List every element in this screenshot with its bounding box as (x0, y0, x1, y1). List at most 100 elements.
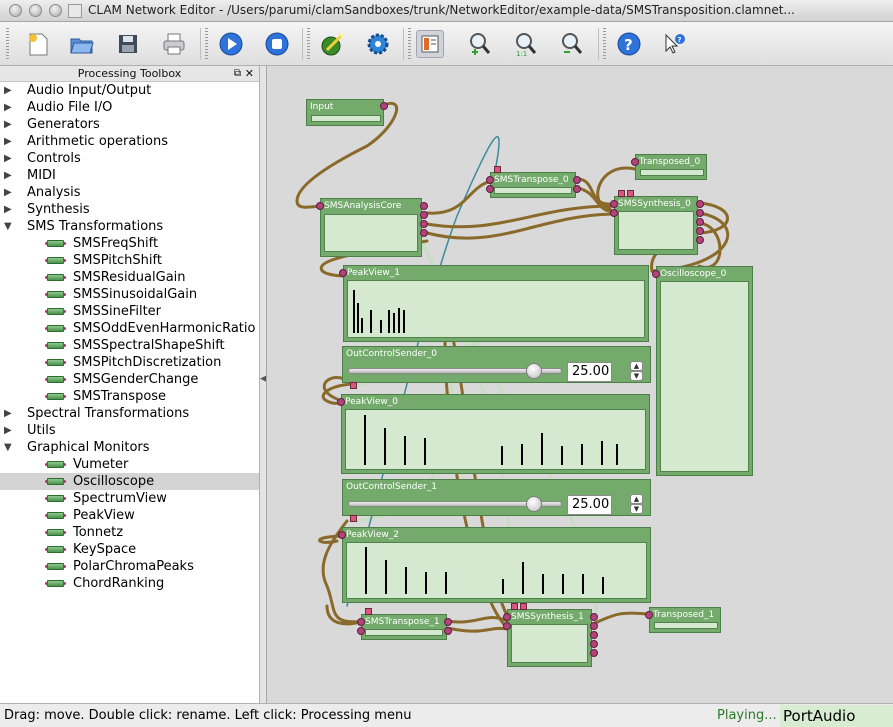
connection-wire[interactable] (593, 611, 649, 625)
in-port[interactable] (503, 613, 511, 621)
tree-item[interactable]: SMSTranspose (0, 388, 259, 405)
out-port[interactable] (444, 618, 452, 626)
connection-wire[interactable] (596, 166, 637, 211)
tree-category[interactable]: ▶Synthesis (0, 201, 259, 218)
control-in-port[interactable] (511, 603, 518, 610)
new-network-button[interactable] (24, 30, 52, 58)
tree-item[interactable]: SMSSpectralShapeShift (0, 337, 259, 354)
zoom-window-button[interactable] (49, 4, 62, 17)
in-port[interactable] (503, 622, 511, 630)
node-peakview-0[interactable]: PeakView_0 (337, 394, 650, 474)
control-value-field[interactable]: 25.00 (567, 495, 612, 515)
collapsed-arrow-icon[interactable]: ▶ (4, 102, 12, 113)
node-smsanalysiscore[interactable]: SMSAnalysisCore (316, 198, 428, 257)
zoom-reset-button[interactable]: 1:1 (512, 30, 540, 58)
control-in-port[interactable] (520, 603, 527, 610)
connection-wire[interactable] (425, 212, 614, 240)
out-port[interactable] (590, 613, 598, 621)
node-outcontrolsender-0[interactable]: OutControlSender_0 25.00 ▲ ▼ (342, 346, 651, 389)
node-transposed-0[interactable]: Transposed_0 (631, 154, 707, 180)
control-in-port[interactable] (494, 166, 501, 173)
node-outcontrolsender-1[interactable]: OutControlSender_1 25.00 ▲ ▼ (342, 479, 651, 522)
configure-button[interactable] (364, 30, 392, 58)
panel-splitter[interactable]: ◀ (260, 66, 267, 703)
node-transposed-1[interactable]: Transposed_1 (645, 607, 721, 633)
control-in-port[interactable] (365, 608, 372, 615)
connection-wire[interactable] (575, 186, 614, 213)
connection-wire[interactable] (295, 101, 399, 209)
node-peakview-2[interactable]: PeakView_2 (338, 527, 651, 603)
toolbar-grip[interactable] (205, 28, 208, 60)
decrement-icon[interactable]: ▼ (630, 504, 643, 514)
node-input[interactable]: Input (306, 99, 388, 126)
minimize-window-button[interactable] (29, 4, 42, 17)
in-port[interactable] (610, 200, 618, 208)
tree-item[interactable]: SMSPitchShift (0, 252, 259, 269)
toggle-view-button[interactable] (416, 30, 444, 58)
in-port[interactable] (631, 158, 639, 166)
out-port[interactable] (590, 649, 598, 657)
tree-item[interactable]: SMSOddEvenHarmonicRatio (0, 320, 259, 337)
tree-item[interactable]: SMSFreqShift (0, 235, 259, 252)
node-smssynthesis-1[interactable]: SMSSynthesis_1 (503, 603, 598, 667)
out-port[interactable] (573, 176, 581, 184)
out-port[interactable] (420, 220, 428, 228)
connection-wire[interactable] (318, 534, 349, 544)
tree-item[interactable]: KeySpace (0, 541, 259, 558)
in-port[interactable] (357, 627, 365, 635)
collapsed-arrow-icon[interactable]: ▶ (4, 204, 12, 215)
in-port[interactable] (610, 209, 618, 217)
tree-item[interactable]: Oscilloscope (0, 473, 259, 490)
network-canvas[interactable]: Input SMSAnalysisCore SMSTranspose_0 Tra… (266, 66, 893, 703)
out-port[interactable] (420, 202, 428, 210)
collapsed-arrow-icon[interactable]: ▶ (4, 153, 12, 164)
control-slider[interactable] (348, 368, 562, 374)
tree-category[interactable]: ▶Spectral Transformations (0, 405, 259, 422)
tree-category[interactable]: ▶Controls (0, 150, 259, 167)
expanded-arrow-icon[interactable]: ▼ (4, 221, 12, 232)
out-port[interactable] (590, 640, 598, 648)
tree-item[interactable]: SMSResidualGain (0, 269, 259, 286)
close-panel-icon[interactable]: ✕ (244, 67, 254, 80)
tree-category[interactable]: ▶MIDI (0, 167, 259, 184)
tree-item[interactable]: SpectrumView (0, 490, 259, 507)
toolbar-grip[interactable] (307, 28, 310, 60)
collapsed-arrow-icon[interactable]: ▶ (4, 425, 12, 436)
collapsed-arrow-icon[interactable]: ▶ (4, 85, 12, 96)
edit-tool-button[interactable] (319, 30, 347, 58)
out-port[interactable] (590, 631, 598, 639)
help-button[interactable]: ? (615, 30, 643, 58)
connection-wire[interactable] (575, 177, 614, 206)
tree-item[interactable]: SMSSineFilter (0, 303, 259, 320)
control-in-port[interactable] (618, 190, 625, 197)
out-port[interactable] (380, 102, 388, 110)
in-port[interactable] (357, 618, 365, 626)
tree-item[interactable]: PolarChromaPeaks (0, 558, 259, 575)
tree-item[interactable]: SMSGenderChange (0, 371, 259, 388)
float-panel-icon[interactable]: ⧉ (233, 68, 241, 79)
in-port[interactable] (486, 176, 494, 184)
tree-item[interactable]: ChordRanking (0, 575, 259, 592)
control-out-port[interactable] (350, 515, 357, 522)
toolbar-grip[interactable] (603, 28, 606, 60)
collapse-arrow-icon[interactable]: ◀ (260, 374, 267, 384)
zoom-out-button[interactable] (558, 30, 586, 58)
connection-wire[interactable] (445, 626, 509, 633)
node-smstranspose-0[interactable]: SMSTranspose_0 (486, 166, 581, 198)
collapsed-arrow-icon[interactable]: ▶ (4, 170, 12, 181)
out-port[interactable] (696, 218, 704, 226)
control-value-field[interactable]: 25.00 (567, 362, 612, 382)
out-port[interactable] (696, 209, 704, 217)
node-smssynthesis-0[interactable]: SMSSynthesis_0 (610, 190, 704, 255)
tree-item[interactable]: SMSPitchDiscretization (0, 354, 259, 371)
collapsed-arrow-icon[interactable]: ▶ (4, 187, 12, 198)
print-button[interactable] (160, 30, 188, 58)
in-port[interactable] (339, 269, 347, 277)
in-port[interactable] (337, 398, 345, 406)
collapsed-arrow-icon[interactable]: ▶ (4, 136, 12, 147)
close-window-button[interactable] (9, 4, 22, 17)
increment-icon[interactable]: ▲ (630, 494, 643, 504)
out-port[interactable] (444, 627, 452, 635)
tree-item[interactable]: PeakView (0, 507, 259, 524)
toolbar-grip[interactable] (6, 28, 9, 60)
